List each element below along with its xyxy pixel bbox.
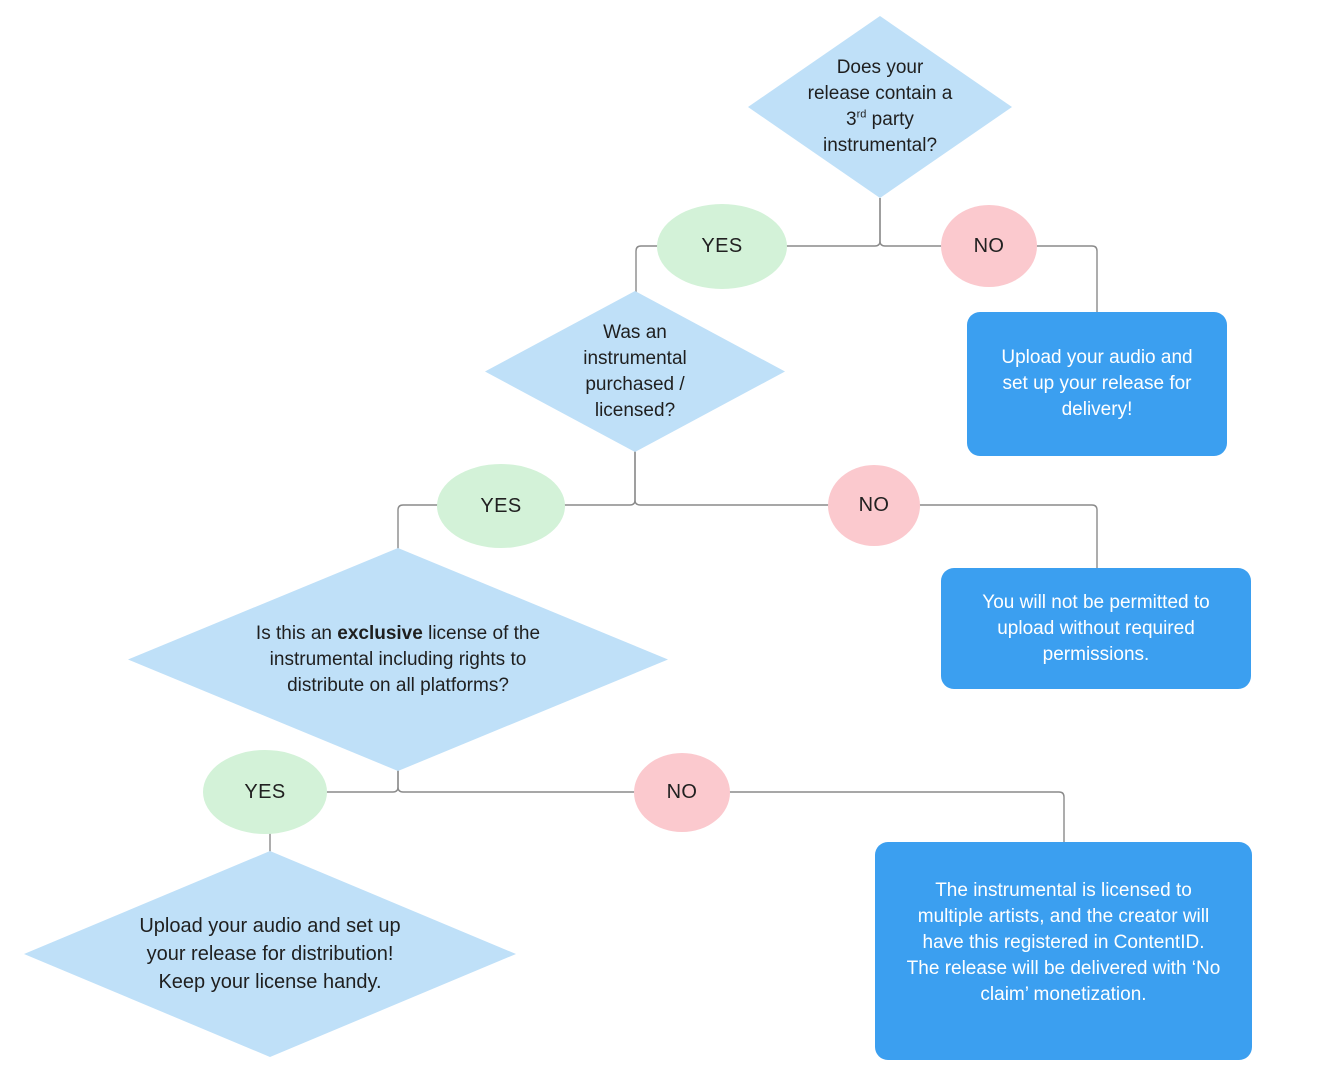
yes-3-text: YES (244, 780, 286, 803)
q3-line1-pre: Is this an (255, 622, 338, 644)
outcome-distribution-text: Upload your audio and set up your releas… (139, 915, 401, 993)
q3-line2: instrumental including rights to (269, 648, 527, 670)
q3-line1-rest: license of the (422, 622, 541, 644)
decision-text: Was an instrumental purchased / licensed… (583, 321, 687, 421)
no-3-text: NO (666, 781, 698, 803)
q1-ordinal-suffix: rd (856, 108, 867, 121)
label-no-2: NO (828, 465, 920, 546)
label-yes-3: YES (203, 750, 327, 834)
outcome-not-permitted-text: You will not be permitted to upload with… (982, 591, 1210, 665)
decision-text: Does your release contain a 3rd party in… (808, 55, 953, 159)
label-no-1: NO (941, 205, 1037, 287)
q1-line3-rest: party (866, 109, 914, 130)
q3-line3: distribute on all platforms? (287, 674, 509, 696)
outcome-box-delivery: Upload your audio and set up your releas… (967, 312, 1227, 456)
q3-exclusive-bold: exclusive (337, 622, 423, 644)
decision-text: Is this an exclusive license of the inst… (256, 621, 540, 699)
label-no-3: NO (634, 753, 730, 832)
decision-exclusive-license: Is this an exclusive license of the inst… (128, 548, 668, 771)
q1-line2: release contain a (807, 83, 953, 104)
q1-line1: Does your (836, 57, 924, 78)
outcome-box-not-permitted: You will not be permitted to upload with… (941, 568, 1251, 689)
no-2-text: NO (858, 494, 890, 516)
yes-2-text: YES (480, 494, 522, 517)
connector-q3-no-to-outcome3-box (397, 770, 1065, 843)
decision-purchased-licensed: Was an instrumental purchased / licensed… (485, 291, 785, 452)
yes-1-text: YES (701, 235, 743, 257)
q1-ordinal-number: 3 (846, 109, 857, 130)
outcome-box-contentid: The instrumental is licensed to multiple… (875, 842, 1252, 1060)
label-yes-2: YES (437, 464, 565, 548)
outcome-contentid-text: The instrumental is licensed to multiple… (906, 880, 1221, 1005)
no-1-text: NO (973, 234, 1005, 257)
outcome-diamond-distribution: Upload your audio and set up your releas… (24, 851, 516, 1057)
outcome-delivery-text: Upload your audio and set up your releas… (1001, 347, 1193, 420)
q1-line4: instrumental? (822, 135, 938, 156)
decision-third-party-instrumental: Does your release contain a 3rd party in… (748, 16, 1012, 198)
label-yes-1: YES (657, 204, 787, 289)
